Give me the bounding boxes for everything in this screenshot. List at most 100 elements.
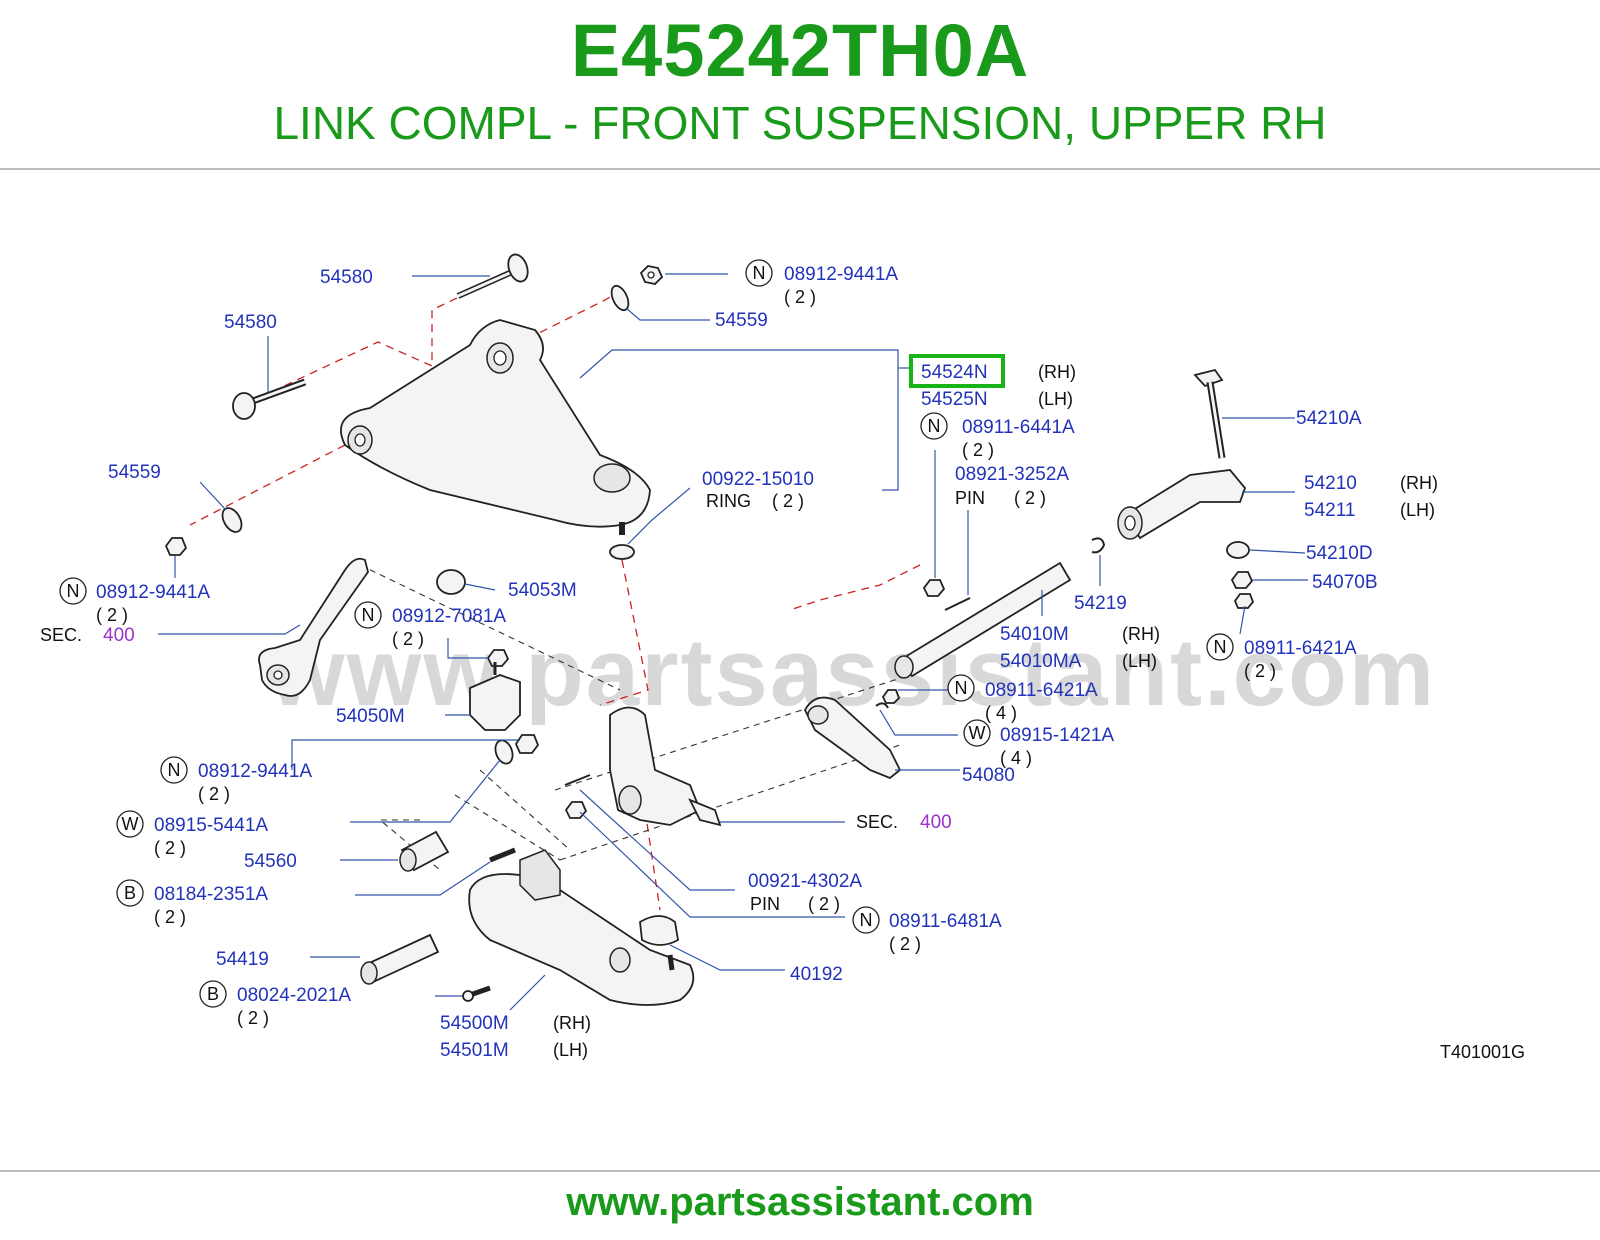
label-00921-4302a[interactable]: 00921-4302A — [748, 871, 862, 892]
label-54080[interactable]: 54080 — [962, 765, 1015, 786]
label-rh: (RH) — [553, 1013, 591, 1033]
label-qty: ( 2 ) — [198, 784, 230, 804]
badge-n-icon: N — [67, 581, 80, 601]
label-08911-6441a[interactable]: 08911-6441A — [962, 417, 1075, 438]
badge-n-icon: N — [1214, 637, 1227, 657]
label-54500m[interactable]: 54500M — [440, 1013, 509, 1034]
badge-n-icon: N — [860, 910, 873, 930]
diagram-code: T401001G — [1440, 1042, 1525, 1062]
label-08912-9441a[interactable]: 08912-9441A — [96, 582, 210, 603]
bound-bumper-54050m — [469, 662, 521, 731]
ball-joint-40192 — [639, 915, 679, 971]
label-ring: RING — [706, 491, 751, 511]
label-qty: ( 2 ) — [962, 440, 994, 460]
badge-n-icon: N — [955, 678, 968, 698]
label-54559[interactable]: 54559 — [715, 310, 768, 331]
label-qty: ( 2 ) — [154, 907, 186, 927]
pivot-shaft-54419 — [360, 933, 440, 985]
label-54010ma[interactable]: 54010MA — [1000, 651, 1082, 672]
bolt-08184-2351a — [489, 847, 516, 863]
label-qty: ( 2 ) — [808, 894, 840, 914]
bolt-54210a — [1193, 368, 1226, 459]
label-08024-2021a[interactable]: 08024-2021A — [237, 985, 351, 1006]
label-rh: (RH) — [1122, 624, 1160, 644]
cap-54210d — [1226, 541, 1250, 559]
label-54419[interactable]: 54419 — [216, 949, 269, 970]
badge-n-icon: N — [362, 605, 375, 625]
label-08911-6421a[interactable]: 08911-6421A — [985, 680, 1098, 701]
label-54580[interactable]: 54580 — [224, 312, 277, 333]
label-54210[interactable]: 54210 — [1304, 473, 1357, 494]
badge-b-icon: B — [124, 883, 136, 903]
label-54050m[interactable]: 54050M — [336, 706, 405, 727]
label-lh: (LH) — [1400, 500, 1435, 520]
label-qty: ( 4 ) — [985, 703, 1017, 723]
label-54524n-selected[interactable]: 54524N — [921, 362, 988, 383]
label-54210d[interactable]: 54210D — [1306, 543, 1373, 564]
nut-top — [639, 265, 664, 285]
upper-link-54524n — [340, 319, 651, 535]
label-08915-1421a[interactable]: 08915-1421A — [1000, 725, 1114, 746]
label-qty: ( 4 ) — [1000, 748, 1032, 768]
nut-08911-6481a — [564, 801, 588, 819]
label-54560[interactable]: 54560 — [244, 851, 297, 872]
washer-08915-5441a — [494, 739, 514, 765]
label-54070b[interactable]: 54070B — [1312, 572, 1378, 593]
label-40192[interactable]: 40192 — [790, 964, 843, 985]
label-54010m[interactable]: 54010M — [1000, 624, 1069, 645]
label-54559[interactable]: 54559 — [108, 462, 161, 483]
nut-08911-6421a-mid — [881, 689, 901, 704]
bushing-54560 — [399, 830, 450, 872]
label-sec-400-link[interactable]: 400 — [103, 625, 135, 646]
bolt-54580-left — [232, 378, 307, 420]
label-qty: ( 2 ) — [96, 605, 128, 625]
nut-08911-6421a-right — [1233, 593, 1255, 609]
label-08912-9441a[interactable]: 08912-9441A — [198, 761, 312, 782]
label-00922-15010[interactable]: 00922-15010 — [702, 469, 814, 490]
nut-54070b — [1230, 571, 1254, 589]
label-54211[interactable]: 54211 — [1304, 500, 1355, 521]
diagram-canvas: www.partsassistant.com — [40, 253, 1525, 1062]
part-labels: 54580 54580 08912-9441A ( 2 ) 54559 5455… — [40, 264, 1525, 1062]
badge-w-icon: W — [122, 814, 139, 834]
label-sec: SEC. — [856, 812, 898, 832]
label-sec-400-link[interactable]: 400 — [920, 812, 952, 833]
label-08912-7081a[interactable]: 08912-7081A — [392, 606, 506, 627]
label-08921-3252a[interactable]: 08921-3252A — [955, 464, 1069, 485]
badge-n-icon: N — [753, 263, 766, 283]
label-08911-6481a[interactable]: 08911-6481A — [889, 911, 1002, 932]
label-08911-6421a[interactable]: 08911-6421A — [1244, 638, 1357, 659]
part-number-title: E45242TH0A — [570, 9, 1030, 92]
label-qty: ( 2 ) — [154, 838, 186, 858]
pin-00921-4302a — [564, 774, 591, 786]
label-08915-5441a[interactable]: 08915-5441A — [154, 815, 268, 836]
label-rh: (RH) — [1400, 473, 1438, 493]
badge-n-icon: N — [928, 416, 941, 436]
label-54210a[interactable]: 54210A — [1296, 408, 1362, 429]
parts-diagram: www.partsassistant.com — [0, 170, 1600, 1170]
anchor-arm-54080 — [803, 696, 902, 780]
label-54525n[interactable]: 54525N — [921, 389, 988, 410]
part-description: LINK COMPL - FRONT SUSPENSION, UPPER RH — [273, 97, 1327, 149]
footer-divider — [0, 1170, 1600, 1172]
pin-08921-3252a — [944, 597, 971, 611]
label-qty: ( 2 ) — [772, 491, 804, 511]
label-08912-9441a[interactable]: 08912-9441A — [784, 264, 898, 285]
label-08184-2351a[interactable]: 08184-2351A — [154, 884, 268, 905]
label-pin: PIN — [955, 488, 985, 508]
label-54053m[interactable]: 54053M — [508, 580, 577, 601]
washer-54559-top — [610, 284, 630, 312]
label-qty: ( 2 ) — [237, 1008, 269, 1028]
knuckle-spindle — [609, 706, 722, 827]
bushing-54210 — [1117, 469, 1247, 540]
label-54219[interactable]: 54219 — [1074, 593, 1127, 614]
label-54580[interactable]: 54580 — [320, 267, 373, 288]
label-54501m[interactable]: 54501M — [440, 1040, 509, 1061]
stabilizer-link-sec400 — [258, 557, 369, 697]
ring-00922-15010 — [609, 544, 635, 560]
label-qty: ( 2 ) — [1244, 661, 1276, 681]
label-lh: (LH) — [553, 1040, 588, 1060]
bolt-08024-2021a — [462, 985, 491, 1002]
footer-url[interactable]: www.partsassistant.com — [566, 1180, 1034, 1224]
label-qty: ( 2 ) — [392, 629, 424, 649]
